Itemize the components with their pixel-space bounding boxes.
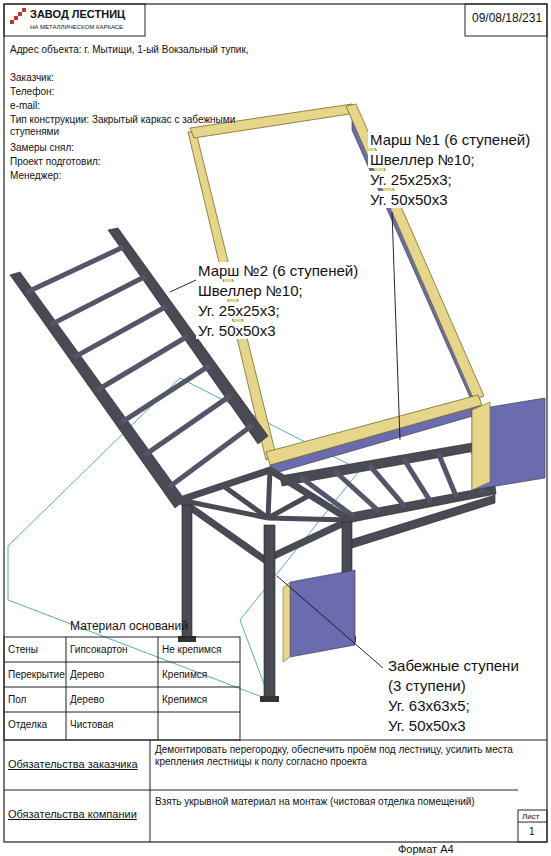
callout-spec: Уг. 63x63x5; — [386, 697, 472, 714]
table-cell: Отделка — [8, 719, 47, 731]
step-rung — [369, 465, 405, 507]
step-rung — [27, 247, 124, 292]
callout-spec: Швеллер №10; — [196, 282, 305, 299]
table-cell: Дерево — [70, 694, 104, 706]
obligation-heading: Обязательства компании — [8, 808, 146, 821]
table-cell: Крепимся — [162, 669, 207, 681]
callout-spec: (3 ступени) — [386, 677, 468, 694]
callout-spec: Уг. 50x50x3 — [196, 322, 278, 339]
callout-spec: Уг. 25x25x3; — [196, 302, 282, 319]
brand-subtitle: НА МЕТАЛЛИЧЕСКОМ КАРКАСЕ — [30, 24, 123, 31]
table-cell: Стены — [8, 644, 38, 656]
prepared-by-field: Проект подготовил: — [10, 156, 101, 168]
step-rung — [121, 366, 209, 423]
object-address: Адрес объекта: г. Мытищи, 1-ый Вокзальны… — [10, 44, 249, 56]
customer-field: Заказчик: — [10, 72, 54, 84]
step-rung — [145, 395, 231, 455]
format-label: Формат А4 — [398, 843, 454, 856]
callout-spec: Уг. 50x50x3 — [368, 191, 450, 208]
table-cell: Крепимся — [162, 694, 207, 706]
step-rung — [335, 471, 380, 512]
table-cell: Перекрытие — [8, 669, 65, 681]
construction-type: Тип конструкции: Закрытый каркас с забеж… — [10, 114, 255, 137]
obligation-heading: Обязательства заказчика — [8, 758, 146, 771]
manager-field: Менеджер: — [10, 170, 61, 182]
obligation-text: Взять укрывной материал на монтаж (чисто… — [155, 796, 513, 808]
measured-by-field: Замеры снял: — [10, 142, 74, 154]
phone-field: Телефон: — [10, 86, 54, 98]
table-cell: Дерево — [70, 669, 104, 681]
callout-spec: Уг. 50x50x3 — [386, 717, 468, 734]
callout-spec: Швеллер №10; — [368, 151, 477, 168]
table-title: Материал оснований — [70, 620, 188, 634]
step-rung — [438, 453, 456, 497]
step-rung — [404, 459, 431, 502]
step-rung — [98, 336, 189, 390]
table-cell: Не крепимся — [162, 644, 221, 656]
obligation-text: Демонтировать перегородку, обеспечить пр… — [155, 744, 513, 767]
email-field: e-mail: — [10, 100, 40, 112]
step-rung — [50, 277, 145, 325]
table-cell: Чистовая — [70, 719, 113, 731]
step-rung — [74, 306, 167, 357]
callout-title: Забежные ступени — [386, 657, 521, 674]
table-cell: Пол — [8, 694, 26, 706]
callout-spec: Уг. 25x25x3; — [368, 171, 454, 188]
sheet-page: 1 — [529, 826, 535, 838]
sheet-number: 09/08/18/231 — [472, 12, 542, 26]
sheet-label: Лист — [522, 812, 539, 821]
table-cell: Гипсокартон — [70, 644, 128, 656]
callout-title: Марш №2 (6 ступеней) — [196, 262, 360, 279]
callout-title: Марш №1 (6 ступеней) — [368, 131, 532, 148]
brand-name: ЗАВОД ЛЕСТНИЦ — [30, 8, 125, 21]
